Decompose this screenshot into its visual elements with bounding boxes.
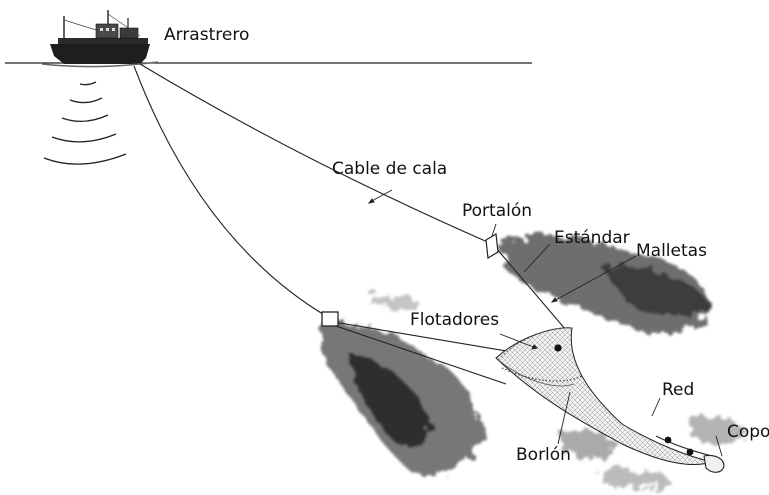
otter-board-right-icon <box>485 233 499 259</box>
float-dot <box>554 344 562 352</box>
label-arrastrero: Arrastrero <box>164 25 250 45</box>
label-red: Red <box>662 380 695 400</box>
warp-cable-left <box>133 65 327 317</box>
label-flotadores: Flotadores <box>410 310 500 330</box>
label-estandar: Estándar <box>554 228 630 248</box>
label-leaders <box>367 189 723 457</box>
label-malletas: Malletas <box>636 241 707 261</box>
codend-icon <box>703 454 725 473</box>
warp-cables <box>133 63 567 385</box>
sweep-line-left-lower <box>335 325 507 385</box>
label-portalon: Portalón <box>462 201 533 221</box>
warp-cable-right <box>139 63 493 245</box>
otter-board-left-icon <box>321 311 339 327</box>
trawler-ship-icon <box>41 10 159 68</box>
sweep-line-right <box>495 247 567 331</box>
label-cable-de-cala: Cable de cala <box>332 159 448 179</box>
sweep-line-left <box>333 321 537 357</box>
seabed-texture <box>320 234 746 489</box>
label-copo: Copo <box>727 422 769 442</box>
trawl-net <box>495 327 714 466</box>
label-borlon: Borlón <box>516 445 571 465</box>
sonar-waves-icon <box>43 81 127 165</box>
